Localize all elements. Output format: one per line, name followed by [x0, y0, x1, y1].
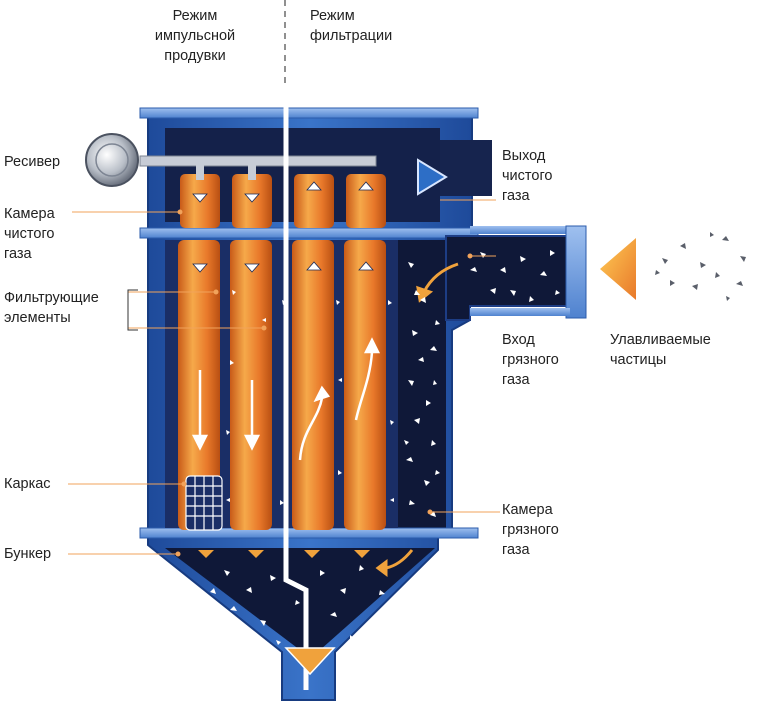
- inlet-arrow-icon: [600, 238, 636, 300]
- mode-pulse-label: Режим импульсной продувки: [154, 8, 236, 64]
- flow-arrows: [191, 337, 381, 461]
- leader-lines: [68, 199, 500, 557]
- dirty-flow-arrows: [375, 262, 459, 577]
- frame-label: Каркас: [4, 476, 51, 492]
- dirty-chamber-interior: [398, 240, 446, 532]
- outlet-box: [440, 140, 492, 196]
- hopper-label: Бункер: [4, 546, 52, 562]
- dust-particles: [210, 250, 560, 645]
- filter-bag: [292, 240, 334, 530]
- outlet-arrow-icon: [417, 158, 448, 196]
- filter-elements-label: Фильтрующие элементы: [4, 290, 99, 326]
- dirty-chamber-label: Камера грязного газа: [502, 502, 559, 558]
- hopper-outlet-icon: [284, 647, 336, 676]
- inlet-flange-bottom: [470, 308, 570, 316]
- receiver-tank: [85, 133, 139, 187]
- central-line: [283, 88, 309, 690]
- filter-bag-top: [346, 174, 386, 228]
- nozzle: [196, 160, 204, 180]
- filter-bracket: [127, 289, 138, 331]
- bag-top-markers: [192, 181, 374, 273]
- clean-chamber-label: Камера чистого газа: [4, 206, 55, 262]
- top-flange: [139, 107, 479, 119]
- inlet-duct: [445, 235, 569, 321]
- dirty-inlet-label: Вход грязного газа: [502, 332, 559, 388]
- particles-label: Улавливаемые частицы: [610, 332, 711, 368]
- mode-filtration-label: Режим фильтрации: [310, 8, 393, 44]
- inlet-flange: [565, 225, 587, 319]
- clean-outlet-label: Выход чистого газа: [502, 148, 553, 204]
- nozzle: [248, 160, 256, 180]
- receiver-label: Ресивер: [4, 154, 61, 170]
- hopper-markers: [198, 550, 370, 558]
- hopper-interior: [165, 548, 435, 650]
- blow-pipe: [139, 155, 377, 167]
- tube-sheet: [139, 227, 479, 239]
- inlet-flange-top: [470, 226, 570, 234]
- frame-cage: [185, 475, 223, 531]
- filter-bag-top: [294, 174, 334, 228]
- incoming-particles: [655, 232, 746, 301]
